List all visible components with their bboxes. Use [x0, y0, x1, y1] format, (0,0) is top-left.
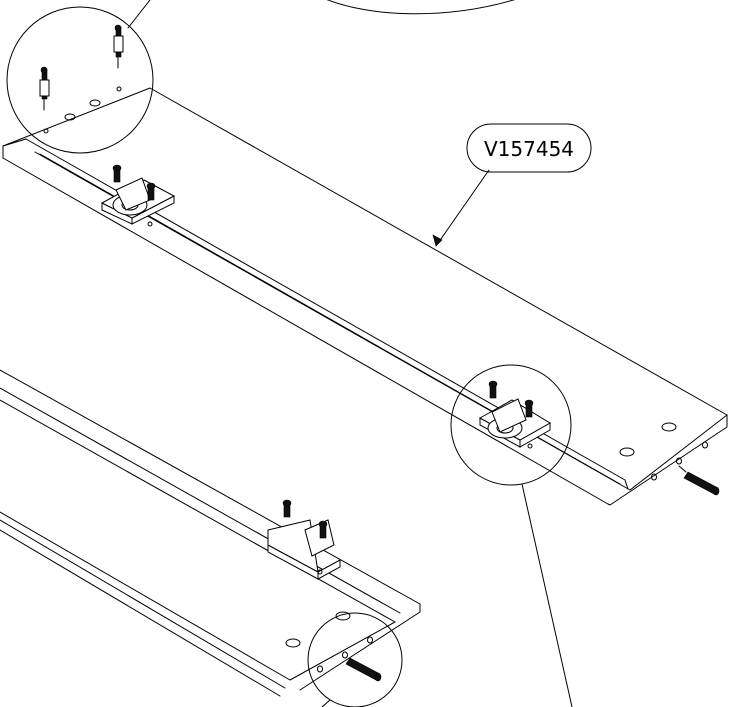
detail-circle-left	[6, 6, 154, 154]
lower-board	[0, 369, 421, 697]
detail-circle-right	[450, 364, 573, 707]
hinge-pin	[113, 24, 124, 69]
caster-bracket	[100, 164, 176, 227]
dowel	[345, 657, 382, 682]
caster-bracket	[267, 499, 341, 580]
caster-bracket	[478, 380, 551, 449]
dowel	[678, 465, 720, 496]
hinge-pin	[39, 66, 50, 111]
detail-circle-top	[127, 0, 515, 29]
part-number-label: V157454	[484, 137, 574, 161]
detail-circle-bottom	[307, 612, 403, 707]
part-number-callout: V157454	[432, 123, 592, 247]
upper-board	[2, 86, 728, 506]
